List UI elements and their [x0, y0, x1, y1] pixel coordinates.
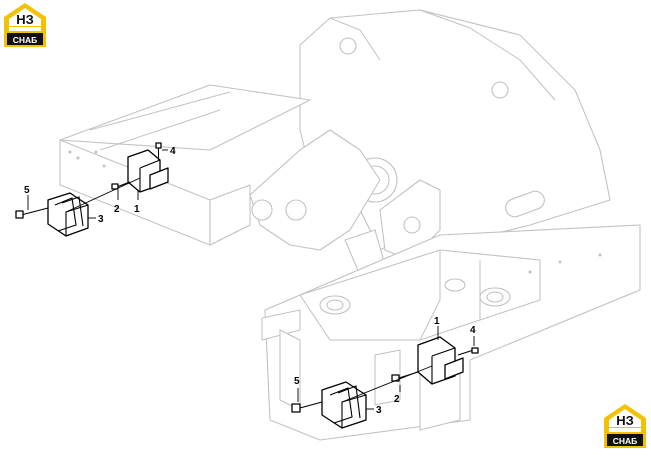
svg-text:1: 1	[134, 204, 140, 215]
house-logo-icon: НЗ CHAБ	[4, 3, 46, 47]
lower-bumper-3	[321, 381, 367, 429]
lower-bolt-4	[457, 347, 479, 356]
brand-logo-bottom-right: НЗ CHAБ	[602, 403, 648, 449]
svg-text:3: 3	[376, 405, 382, 416]
upper-callout-5: 5	[24, 185, 30, 210]
upper-bolt-4	[155, 142, 162, 160]
house-logo-icon: НЗ CHAБ	[604, 404, 646, 448]
lower-callout-3: 3	[366, 405, 382, 416]
upper-mount-block	[127, 149, 169, 193]
svg-text:5: 5	[294, 376, 300, 387]
svg-text:3: 3	[98, 214, 104, 225]
lower-callout-2: 2	[394, 385, 401, 405]
lower-callout-5: 5	[294, 376, 300, 402]
upper-part-assembly: 1 2 3 4 5	[15, 142, 176, 237]
upper-callout-3: 3	[88, 214, 104, 225]
svg-text:2: 2	[394, 394, 400, 405]
lower-callout-1: 1	[434, 316, 440, 340]
lower-bolt-5	[291, 401, 323, 413]
logo-caption: CHAБ	[13, 35, 38, 45]
lower-part-assembly: 1 2 3 4 5	[291, 316, 479, 429]
logo-mark: НЗ	[16, 12, 34, 27]
lower-mount-block	[417, 336, 464, 385]
upper-bolt-5	[15, 207, 49, 219]
logo-mark: НЗ	[616, 413, 634, 428]
lower-callout-4: 4	[470, 325, 476, 346]
svg-text:1: 1	[434, 316, 440, 327]
upper-callout-2: 2	[114, 190, 120, 215]
svg-text:4: 4	[470, 325, 476, 336]
svg-text:2: 2	[114, 204, 120, 215]
upper-bumper-3	[47, 192, 89, 237]
machine-frame	[59, 9, 641, 441]
brand-logo-top-left: НЗ CHAБ	[2, 2, 48, 48]
upper-callout-4: 4	[162, 146, 176, 157]
logo-caption: CHAБ	[613, 436, 638, 446]
svg-text:5: 5	[24, 185, 30, 196]
svg-text:4: 4	[170, 146, 176, 157]
upper-callout-1: 1	[134, 190, 140, 215]
